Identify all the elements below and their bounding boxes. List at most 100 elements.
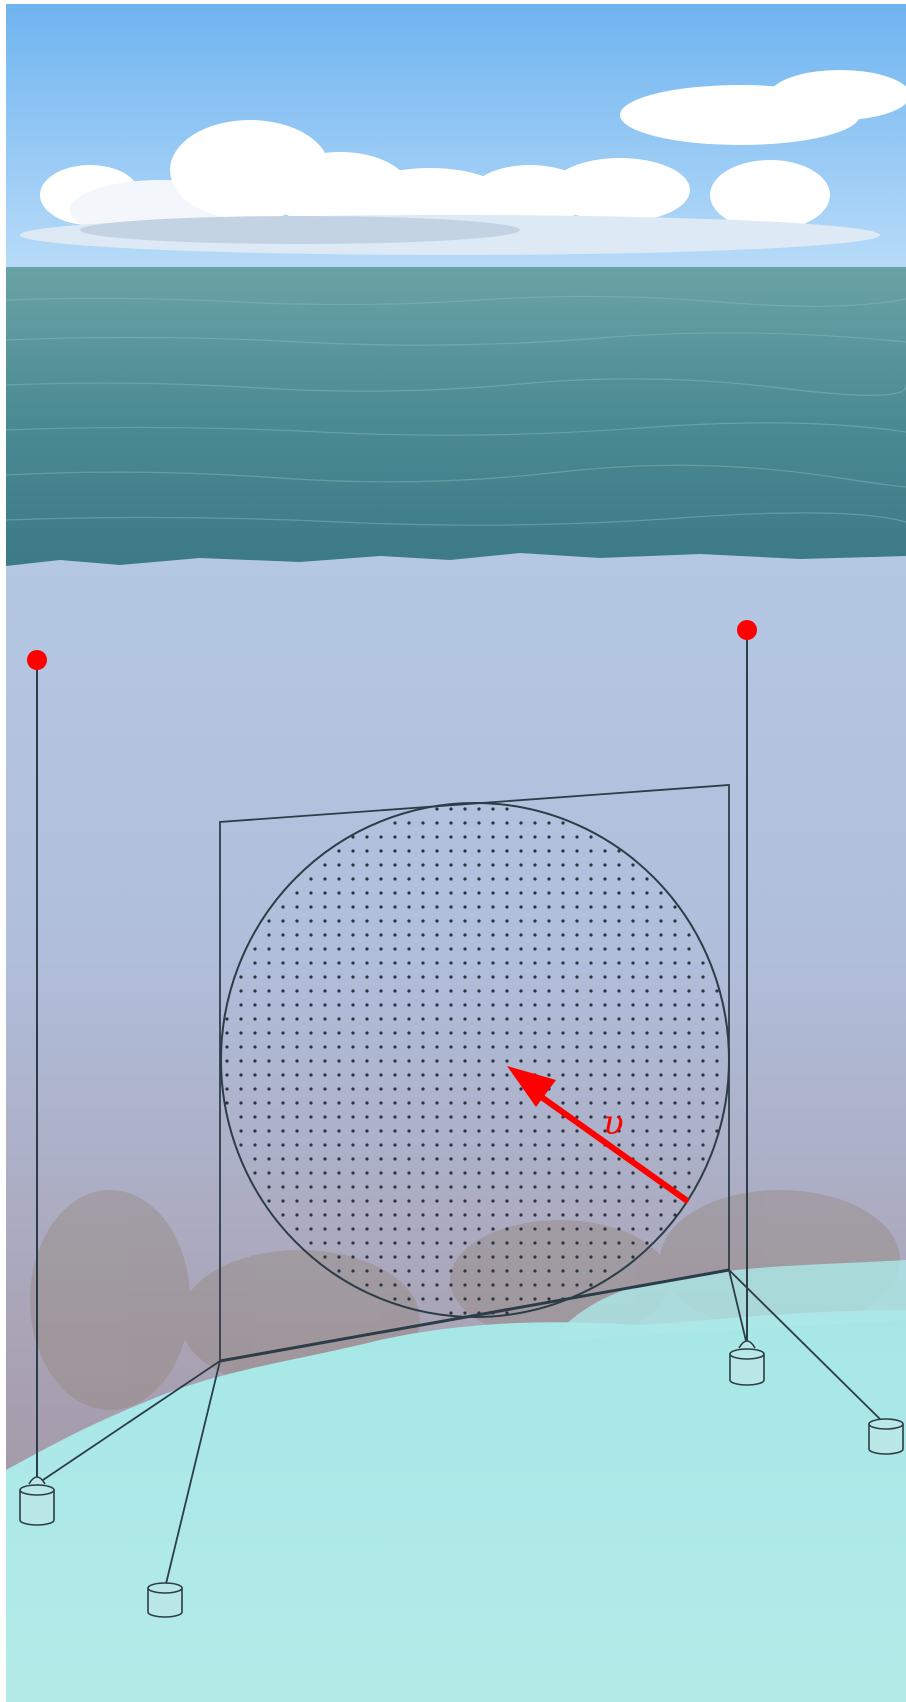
net-dot xyxy=(253,1087,257,1091)
net-dot xyxy=(505,1199,509,1203)
net-dot xyxy=(477,1143,481,1147)
net-dot xyxy=(505,1185,509,1189)
net-dot xyxy=(309,1059,313,1063)
net-dot xyxy=(645,1185,649,1189)
net-dot xyxy=(505,961,509,965)
net-dot xyxy=(547,975,551,979)
net-dot xyxy=(267,1129,271,1133)
net-dot xyxy=(309,961,313,965)
net-dot xyxy=(463,1017,467,1021)
net-dot xyxy=(337,933,341,937)
net-dot xyxy=(393,1101,397,1105)
net-dot xyxy=(631,1087,635,1091)
net-dot xyxy=(267,919,271,923)
net-dot xyxy=(631,1199,635,1203)
net-dot xyxy=(491,1115,495,1119)
net-dot xyxy=(225,1087,229,1091)
net-dot xyxy=(561,877,565,881)
net-dot xyxy=(603,1059,607,1063)
net-dot xyxy=(519,1269,523,1273)
net-dot xyxy=(673,1073,677,1077)
net-dot xyxy=(659,1199,663,1203)
net-dot xyxy=(659,1143,663,1147)
net-dot xyxy=(435,1101,439,1105)
net-dot xyxy=(407,1059,411,1063)
net-dot xyxy=(323,1087,327,1091)
net-dot xyxy=(351,1101,355,1105)
net-dot xyxy=(575,1171,579,1175)
net-dot xyxy=(337,877,341,881)
net-dot xyxy=(505,1129,509,1133)
net-dot xyxy=(449,905,453,909)
net-dot xyxy=(421,1255,425,1259)
net-dot xyxy=(505,1003,509,1007)
net-dot xyxy=(435,1143,439,1147)
net-dot xyxy=(631,1115,635,1119)
anchor-weight-far-right xyxy=(868,1418,904,1455)
net-dot xyxy=(631,1227,635,1231)
net-dot xyxy=(673,933,677,937)
net-dot xyxy=(351,1115,355,1119)
net-dot xyxy=(421,1227,425,1231)
net-dot xyxy=(309,1129,313,1133)
net-dot xyxy=(477,1227,481,1231)
net-dot xyxy=(547,919,551,923)
net-dot xyxy=(519,975,523,979)
net-dot xyxy=(589,905,593,909)
net-dot xyxy=(659,1059,663,1063)
net-dot xyxy=(575,1199,579,1203)
net-dot xyxy=(295,1017,299,1021)
net-dot xyxy=(295,1003,299,1007)
net-dot xyxy=(365,1283,369,1287)
net-dot xyxy=(421,863,425,867)
net-dot xyxy=(421,1283,425,1287)
net-dot xyxy=(477,1255,481,1259)
net-dot xyxy=(687,1003,691,1007)
net-dot xyxy=(323,863,327,867)
net-dot xyxy=(617,1241,621,1245)
net-dot xyxy=(281,1073,285,1077)
net-dot xyxy=(379,1269,383,1273)
net-dot xyxy=(505,905,509,909)
net-dot xyxy=(295,1213,299,1217)
net-dot xyxy=(407,1255,411,1259)
net-dot xyxy=(519,1283,523,1287)
net-dot xyxy=(631,877,635,881)
net-dot xyxy=(435,905,439,909)
net-dot xyxy=(603,989,607,993)
net-dot xyxy=(617,1003,621,1007)
net-dot xyxy=(309,1241,313,1245)
net-dot xyxy=(449,989,453,993)
net-dot xyxy=(561,1171,565,1175)
net-dot xyxy=(589,1185,593,1189)
net-dot xyxy=(561,1073,565,1077)
net-dot xyxy=(281,933,285,937)
net-dot xyxy=(505,1171,509,1175)
net-dot xyxy=(295,961,299,965)
net-dot xyxy=(477,891,481,895)
net-dot xyxy=(337,1101,341,1105)
net-dot xyxy=(505,1115,509,1119)
net-dot xyxy=(393,1171,397,1175)
net-dot xyxy=(631,1143,635,1147)
net-dot xyxy=(323,1241,327,1245)
net-dot xyxy=(533,1031,537,1035)
net-dot xyxy=(519,891,523,895)
net-dot xyxy=(337,1199,341,1203)
net-dot xyxy=(379,1129,383,1133)
net-dot xyxy=(407,1297,411,1301)
net-dot xyxy=(337,1227,341,1231)
net-dot xyxy=(519,1227,523,1231)
net-dot xyxy=(463,1003,467,1007)
net-dot xyxy=(491,1059,495,1063)
net-dot xyxy=(323,877,327,881)
net-dot xyxy=(239,1059,243,1063)
net-dot xyxy=(519,1213,523,1217)
net-dot xyxy=(631,1073,635,1077)
net-dot xyxy=(533,1241,537,1245)
net-dot xyxy=(687,1059,691,1063)
net-dot xyxy=(477,1031,481,1035)
net-dot xyxy=(365,1199,369,1203)
net-dot xyxy=(407,1045,411,1049)
net-dot xyxy=(477,933,481,937)
